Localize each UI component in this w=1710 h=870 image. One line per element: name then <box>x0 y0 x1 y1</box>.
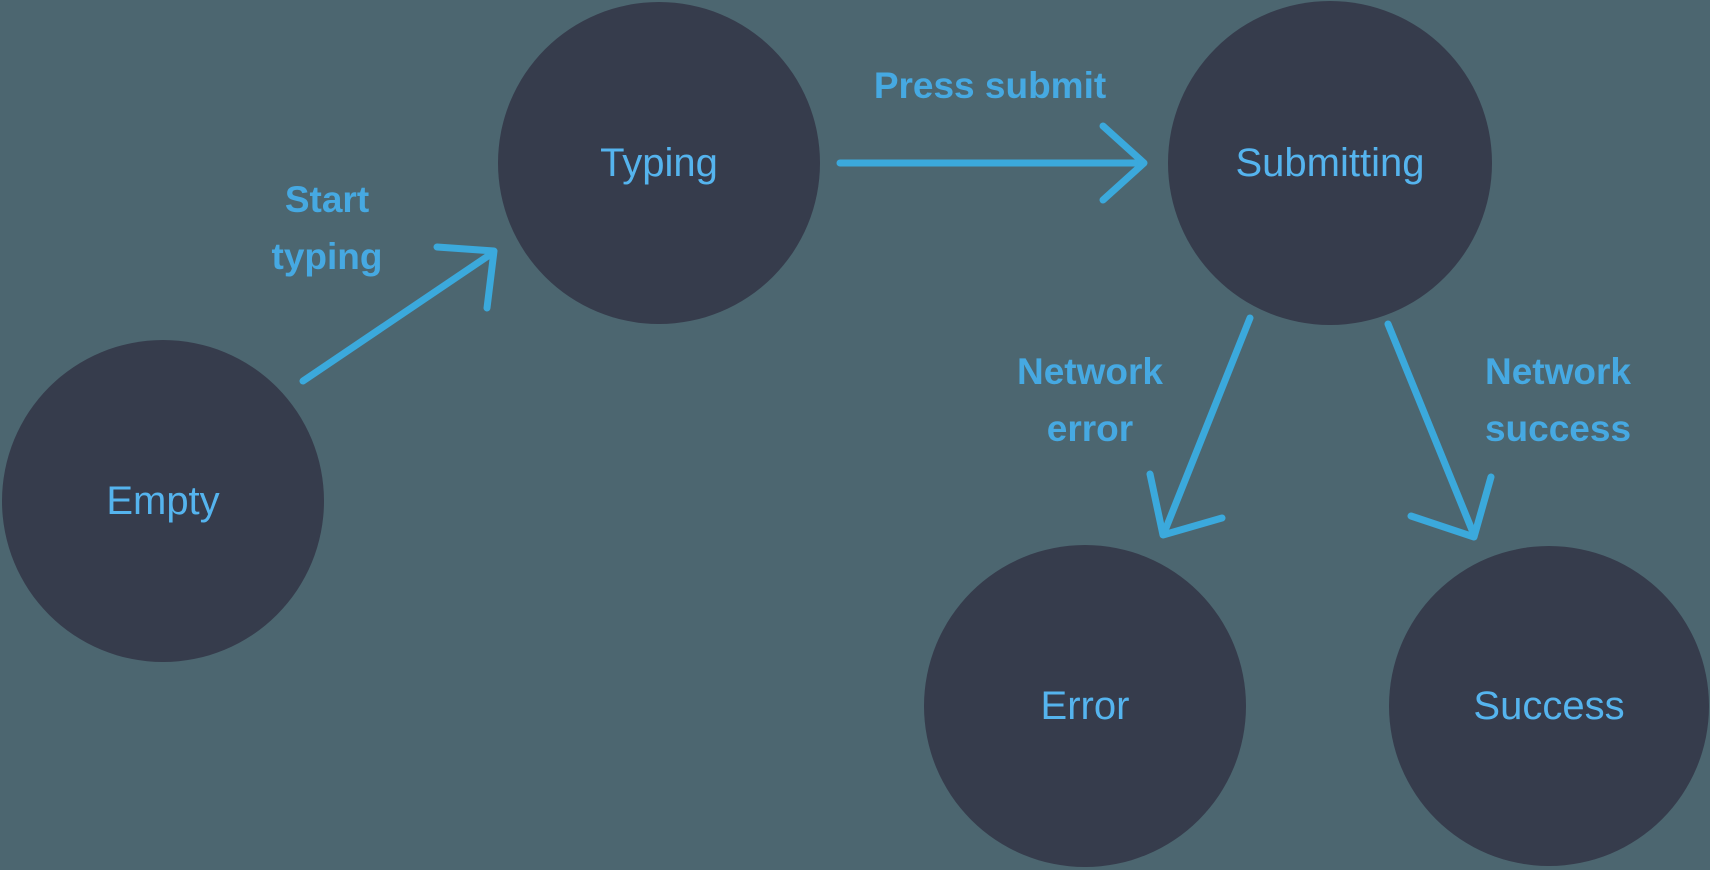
edge-label-empty-to-typing: typing <box>272 236 383 277</box>
arrowhead-icon <box>433 243 498 312</box>
edge-empty-to-typing <box>299 243 498 385</box>
edge-label-submitting-to-success: Network <box>1485 351 1631 392</box>
node-circle-submitting[interactable] <box>1168 1 1492 325</box>
edge-line <box>1384 320 1476 534</box>
arrowhead-icon <box>1099 122 1148 204</box>
state-node-empty[interactable]: Empty <box>2 340 324 662</box>
state-node-submitting[interactable]: Submitting <box>1168 1 1492 325</box>
node-circle-empty[interactable] <box>2 340 324 662</box>
state-node-success[interactable]: Success <box>1389 546 1709 866</box>
state-node-typing[interactable]: Typing <box>498 2 820 324</box>
node-label-typing: Typing <box>600 141 718 185</box>
edge-label-typing-to-submitting: Press submit <box>874 65 1106 106</box>
node-label-submitting: Submitting <box>1236 141 1425 185</box>
edge-line <box>299 250 495 385</box>
node-label-error: Error <box>1041 684 1130 728</box>
edge-label-submitting-to-error: error <box>1047 408 1133 449</box>
edge-line <box>1162 314 1254 532</box>
node-label-empty: Empty <box>106 479 219 523</box>
node-circle-typing[interactable] <box>498 2 820 324</box>
edge-label-submitting-to-success: success <box>1485 408 1631 449</box>
edge-label-submitting-to-error: Network <box>1017 351 1163 392</box>
edges-layer <box>299 122 1495 541</box>
edge-typing-to-submitting <box>836 122 1148 204</box>
state-node-error[interactable]: Error <box>924 545 1246 867</box>
node-circle-success[interactable] <box>1389 546 1709 866</box>
arrowhead-icon <box>1146 470 1226 539</box>
edge-submitting-to-success <box>1384 320 1495 541</box>
arrowhead-icon <box>1407 473 1495 541</box>
edge-label-empty-to-typing: Start <box>285 179 369 220</box>
node-label-success: Success <box>1473 684 1624 728</box>
node-circle-error[interactable] <box>924 545 1246 867</box>
edge-submitting-to-error <box>1146 314 1254 539</box>
